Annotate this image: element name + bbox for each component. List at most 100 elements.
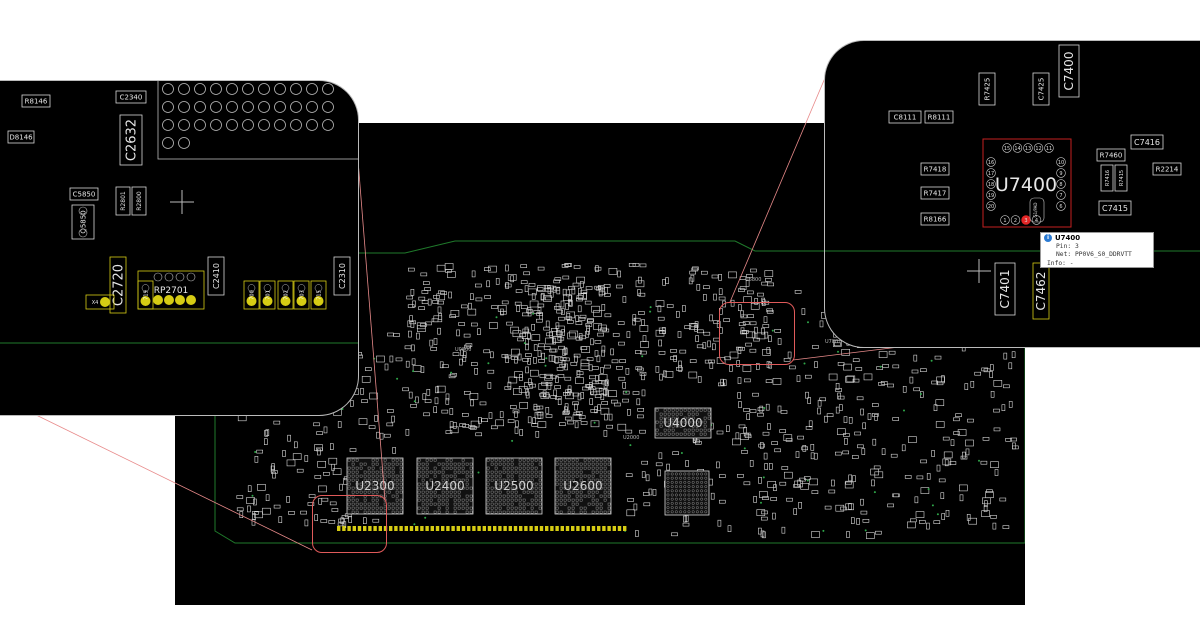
smd-pad (835, 388, 842, 392)
pin-13[interactable]: 13 (1023, 143, 1033, 153)
component-r7460[interactable]: R7460 (1096, 148, 1126, 162)
component-c7400[interactable]: C7400 (1058, 44, 1080, 98)
component-700[interactable]: 700 (243, 280, 260, 310)
smd-pad (606, 424, 614, 429)
component-703[interactable]: 703 (293, 280, 310, 310)
pin-16[interactable]: 16 (986, 157, 996, 167)
smd-pad (1011, 351, 1016, 358)
smd-pad (567, 385, 572, 393)
component-label: R8146 (25, 97, 48, 105)
pin-3[interactable]: 3 (1021, 215, 1031, 225)
component-r8146[interactable]: R8146 (21, 94, 51, 108)
component-c8111[interactable]: C8111 (888, 110, 922, 124)
smd-pad (516, 305, 520, 312)
pin-14[interactable]: 14 (1012, 143, 1023, 153)
component-c7425[interactable]: C7425 (1032, 72, 1050, 106)
smd-pad (640, 341, 649, 348)
pin-10[interactable]: 10 (1056, 157, 1066, 167)
chip-u2500[interactable]: U2500 (485, 457, 543, 515)
smd-pad (247, 485, 252, 493)
smd-pad (845, 376, 855, 383)
pin-17[interactable]: 17 (986, 168, 996, 178)
smd-pad (365, 367, 372, 371)
smd-pad (968, 517, 978, 525)
smd-pad (802, 444, 807, 452)
smd-pad (564, 263, 571, 267)
smd-pad (571, 287, 576, 295)
component-c2340[interactable]: C2340 (115, 90, 147, 104)
smd-pad (577, 305, 582, 313)
edge-connector (235, 526, 1025, 544)
smd-pad (525, 343, 529, 351)
component-r2214[interactable]: R2214 (1152, 162, 1182, 176)
pin-15[interactable]: 15 (1002, 143, 1012, 153)
smd-pad (625, 473, 633, 478)
component-x4[interactable]: X4 (85, 294, 115, 310)
component-c7462[interactable]: C7462 (1032, 262, 1050, 320)
smd-pad (581, 346, 591, 353)
pin-2[interactable]: 2 (1010, 215, 1021, 225)
pin-18[interactable]: 18 (986, 179, 996, 189)
smd-pad (920, 487, 930, 494)
smd-pad (627, 408, 631, 416)
component-r7417[interactable]: R7417 (920, 186, 950, 200)
pin-9[interactable]: 9 (1056, 168, 1066, 178)
pin-6[interactable]: 6 (1056, 201, 1066, 211)
smd-pad (860, 510, 868, 515)
component-rp2701[interactable]: RP2701 (137, 270, 205, 310)
pin-7[interactable]: 7 (1056, 190, 1066, 200)
smd-pad (720, 378, 725, 386)
pin-8[interactable]: 8 (1056, 179, 1066, 189)
component-c2310[interactable]: C2310 (333, 256, 351, 296)
smd-pad (844, 481, 854, 489)
smd-pad (512, 409, 520, 414)
pin-11[interactable]: 11 (1044, 143, 1054, 153)
component-c7416[interactable]: C7416 (1130, 134, 1164, 150)
pin-19[interactable]: 19 (986, 190, 996, 200)
component-701[interactable]: 701 (259, 280, 276, 310)
smd-pad (918, 520, 926, 524)
component-c2720[interactable]: C2720 (109, 256, 127, 314)
smd-pad (876, 366, 883, 370)
smd-pad (286, 496, 290, 503)
smd-pad (247, 505, 251, 513)
center-pad[interactable]: G1/PAD (1029, 197, 1045, 223)
pin-4[interactable]: 4 (1031, 215, 1042, 225)
component-c2632[interactable]: C2632 (119, 114, 143, 166)
component-702[interactable]: 702 (277, 280, 294, 310)
component-r7415[interactable]: R7415 (1114, 164, 1128, 192)
component-r7425[interactable]: R7425 (978, 72, 996, 106)
smd-pad (517, 353, 522, 361)
component-r7416[interactable]: R7416 (1100, 164, 1114, 192)
component-r2801[interactable]: R2801 (115, 186, 131, 216)
pin-12[interactable]: 12 (1033, 143, 1044, 153)
chip-u4000[interactable]: U4000 (654, 407, 712, 439)
component-c7415[interactable]: C7415 (1098, 200, 1132, 216)
component-r7418[interactable]: R7418 (920, 162, 950, 176)
component-715[interactable]: 715 (310, 280, 327, 310)
component-c2410[interactable]: C2410 (207, 256, 225, 296)
chip-u2400[interactable]: U2400 (416, 457, 474, 515)
component-c5850[interactable]: C5850 (69, 187, 99, 201)
via (806, 479, 809, 482)
chip-u2300[interactable]: U2300 (346, 457, 404, 515)
component-c7401[interactable]: C7401 (994, 262, 1016, 316)
component-d8146[interactable]: D8146 (7, 130, 35, 144)
component-r8111[interactable]: R8111 (924, 110, 954, 124)
component-719[interactable]: 719 (137, 280, 154, 310)
chip-u2600[interactable]: U2600 (554, 457, 612, 515)
pin-1[interactable]: 1 (1000, 215, 1010, 225)
smd-pad (861, 448, 866, 455)
component-r8166[interactable]: R8166 (920, 212, 950, 226)
pin-20[interactable]: 20 (986, 201, 996, 211)
smd-pad (878, 351, 888, 358)
component-q5850[interactable]: Q5850 (71, 204, 95, 240)
smd-pad (890, 453, 898, 458)
component-r2800[interactable]: R2800 (131, 186, 147, 216)
connector-pin (493, 526, 497, 531)
smd-pad (456, 329, 460, 337)
smd-pad (257, 483, 266, 491)
